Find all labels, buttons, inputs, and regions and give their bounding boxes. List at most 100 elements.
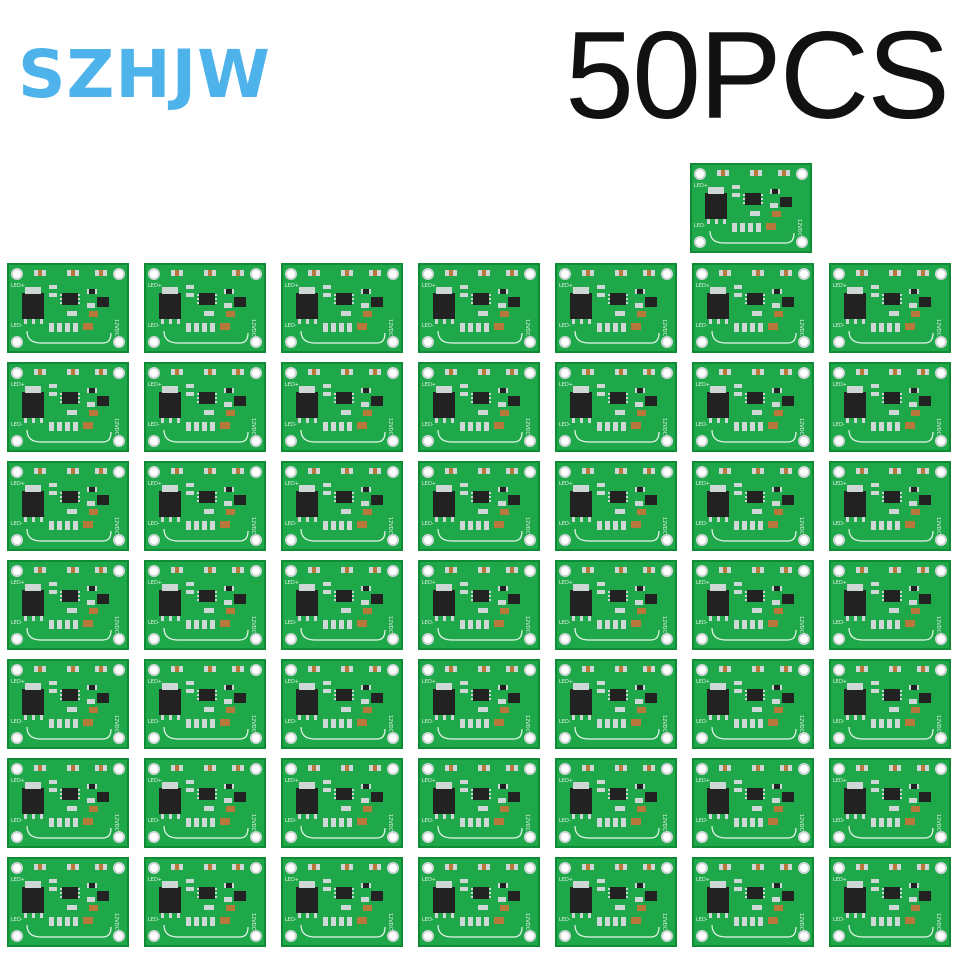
pcb-module-icon: [689, 163, 813, 253]
pcb-module: [418, 758, 540, 848]
quantity-label: 50PCS: [565, 7, 950, 145]
pcb-module: [829, 857, 951, 947]
pcb-module-icon: [144, 659, 266, 749]
pcb-module-icon: [7, 758, 129, 848]
pcb-module: [692, 263, 814, 353]
pcb-module-icon: [7, 263, 129, 353]
pcb-module-icon: [418, 362, 540, 452]
pcb-module: [281, 857, 403, 947]
pcb-module: [829, 263, 951, 353]
pcb-module-icon: [692, 461, 814, 551]
pcb-module: [692, 362, 814, 452]
pcb-module-icon: [281, 758, 403, 848]
pcb-module-icon: [281, 659, 403, 749]
pcb-module-icon: [7, 362, 129, 452]
pcb-module: [555, 362, 677, 452]
pcb-module: [144, 461, 266, 551]
pcb-module-icon: [7, 461, 129, 551]
pcb-module: [7, 758, 129, 848]
pcb-module-icon: [281, 857, 403, 947]
pcb-module: [829, 659, 951, 749]
pcb-module: [829, 461, 951, 551]
pcb-module-icon: [555, 263, 677, 353]
pcb-module: [555, 560, 677, 650]
pcb-module: [144, 263, 266, 353]
pcb-module-icon: [555, 659, 677, 749]
pcb-module: [281, 560, 403, 650]
pcb-module: [7, 659, 129, 749]
pcb-module-icon: [418, 758, 540, 848]
pcb-module-icon: [829, 659, 951, 749]
pcb-module-extra: [689, 163, 813, 253]
pcb-module: [144, 758, 266, 848]
pcb-module-icon: [281, 461, 403, 551]
pcb-module-icon: [555, 857, 677, 947]
pcb-module-icon: [692, 758, 814, 848]
pcb-module-icon: [144, 461, 266, 551]
pcb-module: [281, 461, 403, 551]
pcb-module-icon: [829, 461, 951, 551]
pcb-module: [7, 461, 129, 551]
pcb-module-icon: [418, 461, 540, 551]
pcb-module: [555, 857, 677, 947]
pcb-module: [144, 560, 266, 650]
pcb-module-icon: [692, 857, 814, 947]
pcb-module: [418, 857, 540, 947]
pcb-module-icon: [281, 560, 403, 650]
pcb-module: [692, 560, 814, 650]
pcb-module-icon: [418, 263, 540, 353]
pcb-module-icon: [144, 263, 266, 353]
pcb-module-icon: [418, 857, 540, 947]
pcb-module: [144, 857, 266, 947]
pcb-module: [555, 263, 677, 353]
pcb-module: [829, 560, 951, 650]
pcb-module-icon: [144, 362, 266, 452]
pcb-module: [555, 758, 677, 848]
pcb-module: [7, 857, 129, 947]
pcb-module-icon: [829, 362, 951, 452]
pcb-module-icon: [144, 857, 266, 947]
pcb-module-icon: [692, 560, 814, 650]
pcb-module-icon: [7, 560, 129, 650]
pcb-module-icon: [144, 560, 266, 650]
pcb-module-icon: [555, 461, 677, 551]
pcb-module: [7, 263, 129, 353]
pcb-module: [144, 362, 266, 452]
pcb-module: [7, 560, 129, 650]
pcb-module: [692, 461, 814, 551]
pcb-module: [281, 263, 403, 353]
pcb-module-icon: [692, 659, 814, 749]
pcb-module: [281, 362, 403, 452]
pcb-module-icon: [692, 263, 814, 353]
pcb-module: [829, 758, 951, 848]
pcb-module-icon: [555, 758, 677, 848]
pcb-module-icon: [144, 758, 266, 848]
pcb-module-icon: [418, 659, 540, 749]
pcb-module-icon: [829, 263, 951, 353]
pcb-module: [692, 659, 814, 749]
pcb-module-icon: [692, 362, 814, 452]
pcb-module: [418, 461, 540, 551]
pcb-module: [555, 461, 677, 551]
pcb-module: [418, 560, 540, 650]
pcb-module: [555, 659, 677, 749]
board-grid: [7, 263, 953, 955]
pcb-module: [692, 857, 814, 947]
pcb-module: [7, 362, 129, 452]
pcb-module: [418, 659, 540, 749]
pcb-module: [281, 758, 403, 848]
pcb-module: [144, 659, 266, 749]
pcb-module-icon: [281, 362, 403, 452]
pcb-module: [418, 362, 540, 452]
pcb-module-icon: [829, 758, 951, 848]
pcb-module-icon: [829, 560, 951, 650]
pcb-module-icon: [555, 560, 677, 650]
pcb-module-icon: [829, 857, 951, 947]
pcb-module-icon: [7, 857, 129, 947]
brand-name: SZHJW: [18, 36, 271, 113]
pcb-module: [418, 263, 540, 353]
pcb-module-icon: [281, 263, 403, 353]
pcb-module: [281, 659, 403, 749]
pcb-module-icon: [418, 560, 540, 650]
pcb-module: [692, 758, 814, 848]
